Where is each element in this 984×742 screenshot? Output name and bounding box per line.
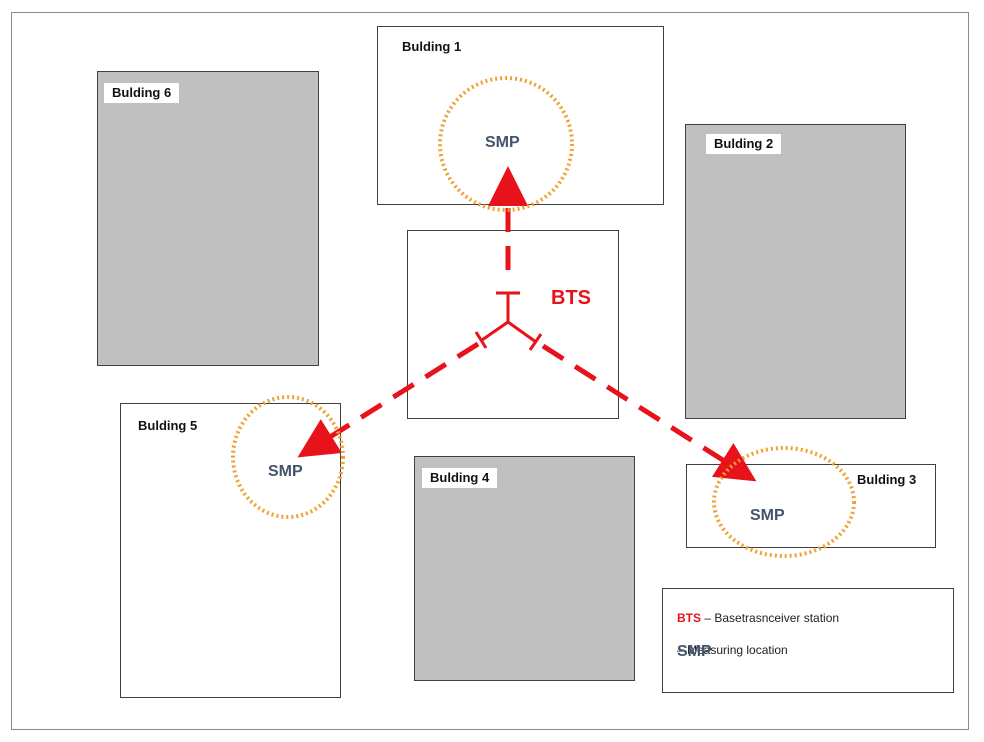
building-3-label: Bulding 3 xyxy=(857,472,917,487)
legend: BTS – Basetrasnceiver station SMP – Meas… xyxy=(662,588,954,693)
legend-key-bts: BTS xyxy=(677,611,701,625)
building-6 xyxy=(97,71,319,366)
smp-label-right: SMP xyxy=(750,507,785,524)
smp-circle-left xyxy=(231,395,345,519)
arrow-to-building-5 xyxy=(297,341,480,458)
legend-key-smp: SMP xyxy=(677,643,712,660)
building-6-label: Bulding 6 xyxy=(104,83,180,103)
smp-label-left: SMP xyxy=(268,463,303,480)
legend-text-bts: – Basetrasnceiver station xyxy=(701,611,840,625)
smp-circle-right xyxy=(712,446,856,558)
smp-circle-top xyxy=(438,76,574,212)
legend-text-smp: – Measuring location xyxy=(677,643,788,657)
bts-label: BTS xyxy=(551,287,591,309)
building-4 xyxy=(414,456,635,681)
smp-label-top: SMP xyxy=(485,134,520,151)
arrow-to-building-3 xyxy=(541,343,757,482)
building-1-label: Bulding 1 xyxy=(402,39,462,54)
building-2 xyxy=(685,124,906,419)
legend-row-bts: BTS – Basetrasnceiver station xyxy=(677,611,839,625)
building-5-label: Bulding 5 xyxy=(138,418,198,433)
building-4-label: Bulding 4 xyxy=(422,468,498,488)
bts-antenna-icon xyxy=(474,291,543,351)
building-2-label: Bulding 2 xyxy=(706,134,782,154)
legend-row-smp: SMP – Measuring location xyxy=(677,643,788,660)
